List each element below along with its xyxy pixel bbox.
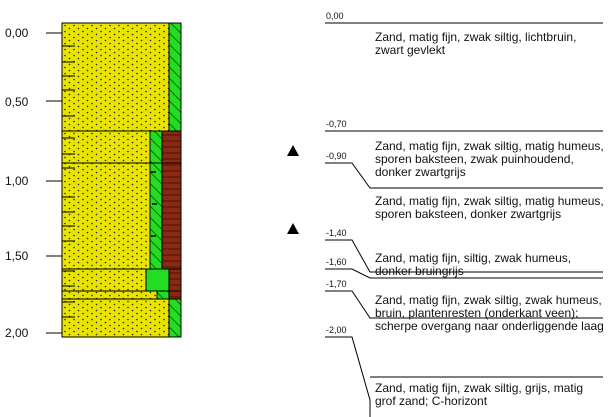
humus-fill [168, 268, 182, 292]
level-label: -0,70 [326, 119, 347, 129]
silt-hatch [168, 298, 182, 338]
depth-tick-label: 1,50 [5, 249, 29, 263]
layer-description: Zand, matig fijn, zwak siltig, grijs, ma… [375, 381, 584, 408]
humus-fill [161, 130, 182, 164]
sand-fill [61, 268, 147, 292]
boundary-lines [325, 22, 603, 417]
sand-fill [61, 130, 151, 164]
silt-hatch [156, 290, 170, 300]
layer-3 [61, 162, 182, 270]
humus-fill [161, 162, 182, 270]
depth-tick-label: 0,00 [5, 26, 29, 40]
depth-tick-label: 2,00 [5, 326, 29, 340]
depth-axis: 0,00 0,50 1,00 1,50 2,00 [5, 26, 62, 340]
sample-marker-icon [287, 145, 299, 156]
sand-fill [61, 290, 158, 300]
depth-tick-label: 1,00 [5, 174, 29, 188]
silt-hatch [145, 268, 170, 292]
level-label: -2,00 [326, 325, 347, 335]
layer-6 [61, 298, 182, 338]
silt-hatch [168, 22, 182, 132]
layer-1 [61, 22, 182, 132]
level-label: -1,70 [326, 279, 347, 289]
layer-2 [61, 130, 182, 164]
layer-description: Zand, matig fijn, zwak siltig, matig hum… [375, 194, 604, 221]
silt-hatch [149, 130, 163, 164]
sand-fill [61, 22, 170, 132]
sand-fill [61, 162, 151, 270]
depth-tick-label: 0,50 [5, 95, 29, 109]
layer-description: Zand, matig fijn, zwak siltig, matig hum… [375, 139, 604, 179]
level-label: -0,90 [326, 151, 347, 161]
layer-4 [61, 268, 182, 292]
baksteen-flecks [151, 171, 157, 237]
layer-description: Zand, matig fijn, zwak siltig, zwak hume… [375, 293, 604, 333]
minor-ticks [62, 45, 75, 318]
layer-5 [61, 290, 182, 300]
sand-fill [61, 298, 170, 338]
silt-hatch [149, 162, 163, 270]
sample-marker-icon [287, 223, 299, 234]
level-label: -1,60 [326, 257, 347, 267]
level-label: 0,00 [326, 11, 344, 21]
layer-description: Zand, matig fijn, zwak siltig, lichtbrui… [375, 30, 577, 57]
layer-description: Zand, matig fijn, siltig, zwak humeus, d… [375, 251, 572, 278]
humus-fill [168, 290, 182, 300]
level-label: -1,40 [326, 228, 347, 238]
